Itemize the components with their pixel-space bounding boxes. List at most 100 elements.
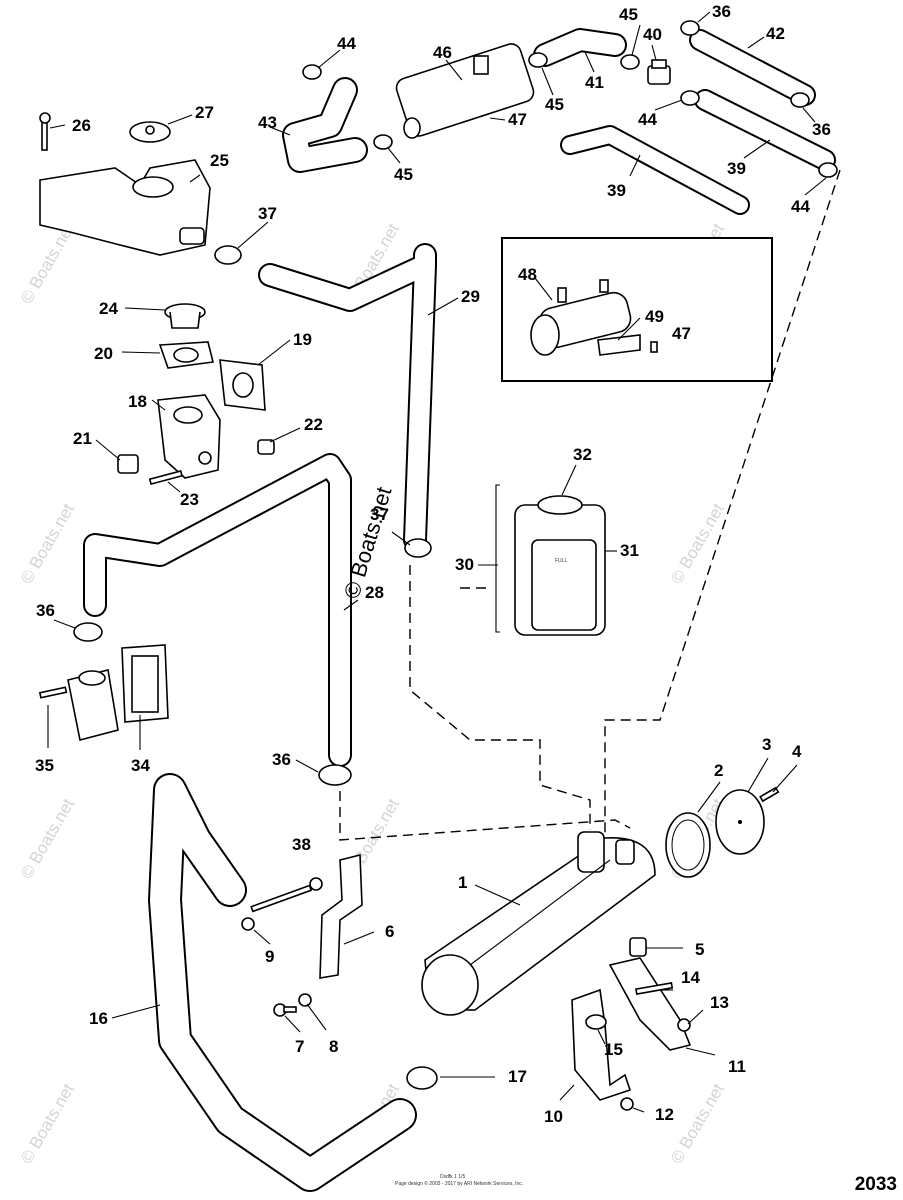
reservoir-full-label: FULL [555, 558, 567, 564]
callout-36: 36 [712, 2, 731, 21]
callout-44: 44 [791, 197, 810, 216]
callout-15: 15 [604, 1040, 623, 1059]
callout-39: 39 [607, 181, 626, 200]
leader-lines [47, 11, 827, 1113]
watermark: © Boats.net [17, 220, 78, 307]
callout-12: 12 [655, 1105, 674, 1124]
callout-45: 45 [394, 165, 413, 184]
inset-panel [501, 237, 773, 382]
gasket-19 [219, 359, 266, 411]
callout-45: 45 [619, 5, 638, 24]
reservoir: FULL [495, 484, 606, 636]
screw-23 [148, 469, 183, 486]
callout-37: 37 [258, 204, 277, 223]
callout-5: 5 [695, 940, 704, 959]
callout-32: 32 [573, 445, 592, 464]
callout-36: 36 [812, 120, 831, 139]
gasket-2 [665, 812, 711, 878]
callout-18: 18 [128, 392, 147, 411]
watermark: © Boats.net [667, 1080, 728, 1167]
callouts: 1 2 3 4 5 6 7 8 9 10 11 12 13 14 15 16 1… [35, 2, 831, 1126]
callout-16: 16 [89, 1009, 108, 1028]
callout-11: 11 [728, 1057, 746, 1076]
housing-35 [38, 669, 119, 741]
watermark: © Boats.net [667, 500, 728, 587]
cap-27 [129, 121, 171, 143]
callout-2: 2 [714, 761, 723, 780]
callout-37: 37 [370, 505, 389, 524]
watermark: © Boats.net [17, 500, 78, 587]
fitting-40 [647, 59, 671, 85]
callout-13: 13 [710, 993, 729, 1012]
callout-29: 29 [461, 287, 480, 306]
hoses [83, 28, 836, 1192]
bolt-9 [241, 884, 313, 931]
bolt-14 [634, 981, 674, 996]
nut-8 [298, 993, 312, 1007]
coupler-46 [395, 43, 535, 139]
fitting-21 [117, 454, 139, 474]
dashed-routing [339, 169, 841, 841]
end-cover-3 [715, 789, 765, 855]
callout-14: 14 [681, 968, 700, 987]
callout-21: 21 [73, 429, 92, 448]
nut-13 [677, 1018, 691, 1032]
thermostat-housing-25 [39, 112, 211, 256]
callout-47: 47 [508, 110, 527, 129]
screw-12 [620, 1097, 634, 1111]
callout-34: 34 [131, 756, 150, 775]
callout-42: 42 [766, 24, 785, 43]
copyright-line-1: Dsdfk 1 1/5 [440, 1174, 466, 1180]
callout-23: 23 [180, 490, 199, 509]
heat-exchanger-1 [421, 831, 656, 1016]
gasket-20 [158, 341, 214, 369]
callout-48: 48 [518, 265, 537, 284]
callout-35: 35 [35, 756, 54, 775]
callout-26: 26 [72, 116, 91, 135]
callout-25: 25 [210, 151, 229, 170]
callout-36: 36 [36, 601, 55, 620]
washer-38 [309, 877, 323, 891]
drawing-number: 2033 [854, 1174, 897, 1195]
fitting-22 [257, 439, 275, 455]
callout-20: 20 [94, 344, 113, 363]
callout-39: 39 [727, 159, 746, 178]
callout-36: 36 [272, 750, 291, 769]
thermostat-base-18 [157, 394, 221, 479]
callout-17: 17 [508, 1067, 527, 1086]
callout-8: 8 [329, 1037, 338, 1056]
strap-10 [571, 988, 632, 1101]
callout-1: 1 [458, 873, 467, 892]
callout-10: 10 [544, 1107, 563, 1126]
callout-40: 40 [643, 25, 662, 44]
callout-47: 47 [672, 324, 691, 343]
screw-7 [273, 1003, 297, 1017]
callout-38: 38 [292, 835, 311, 854]
callout-4: 4 [792, 742, 802, 761]
callout-28: 28 [365, 583, 384, 602]
hose-clamps [73, 20, 838, 1090]
callout-9: 9 [265, 947, 274, 966]
callout-24: 24 [99, 299, 118, 318]
callout-19: 19 [293, 330, 312, 349]
mounting-plate-34 [121, 644, 169, 723]
callout-49: 49 [645, 307, 664, 326]
copyright-line-2: Page design © 2003 - 2017 by ARI Network… [395, 1180, 523, 1187]
callout-41: 41 [585, 73, 604, 92]
thermostat-24 [164, 303, 206, 329]
fitting-5 [629, 937, 647, 957]
callout-30: 30 [455, 555, 474, 574]
callout-44: 44 [638, 110, 657, 129]
callout-27: 27 [195, 103, 214, 122]
bracket-6 [319, 853, 363, 979]
callout-44: 44 [337, 34, 356, 53]
callout-46: 46 [433, 43, 452, 62]
watermark: © Boats.net [17, 1080, 78, 1167]
watermark: © Boats.net [17, 795, 78, 882]
callout-31: 31 [620, 541, 639, 560]
callout-6: 6 [385, 922, 394, 941]
callout-3: 3 [762, 735, 771, 754]
callout-43: 43 [258, 113, 277, 132]
callout-22: 22 [304, 415, 323, 434]
